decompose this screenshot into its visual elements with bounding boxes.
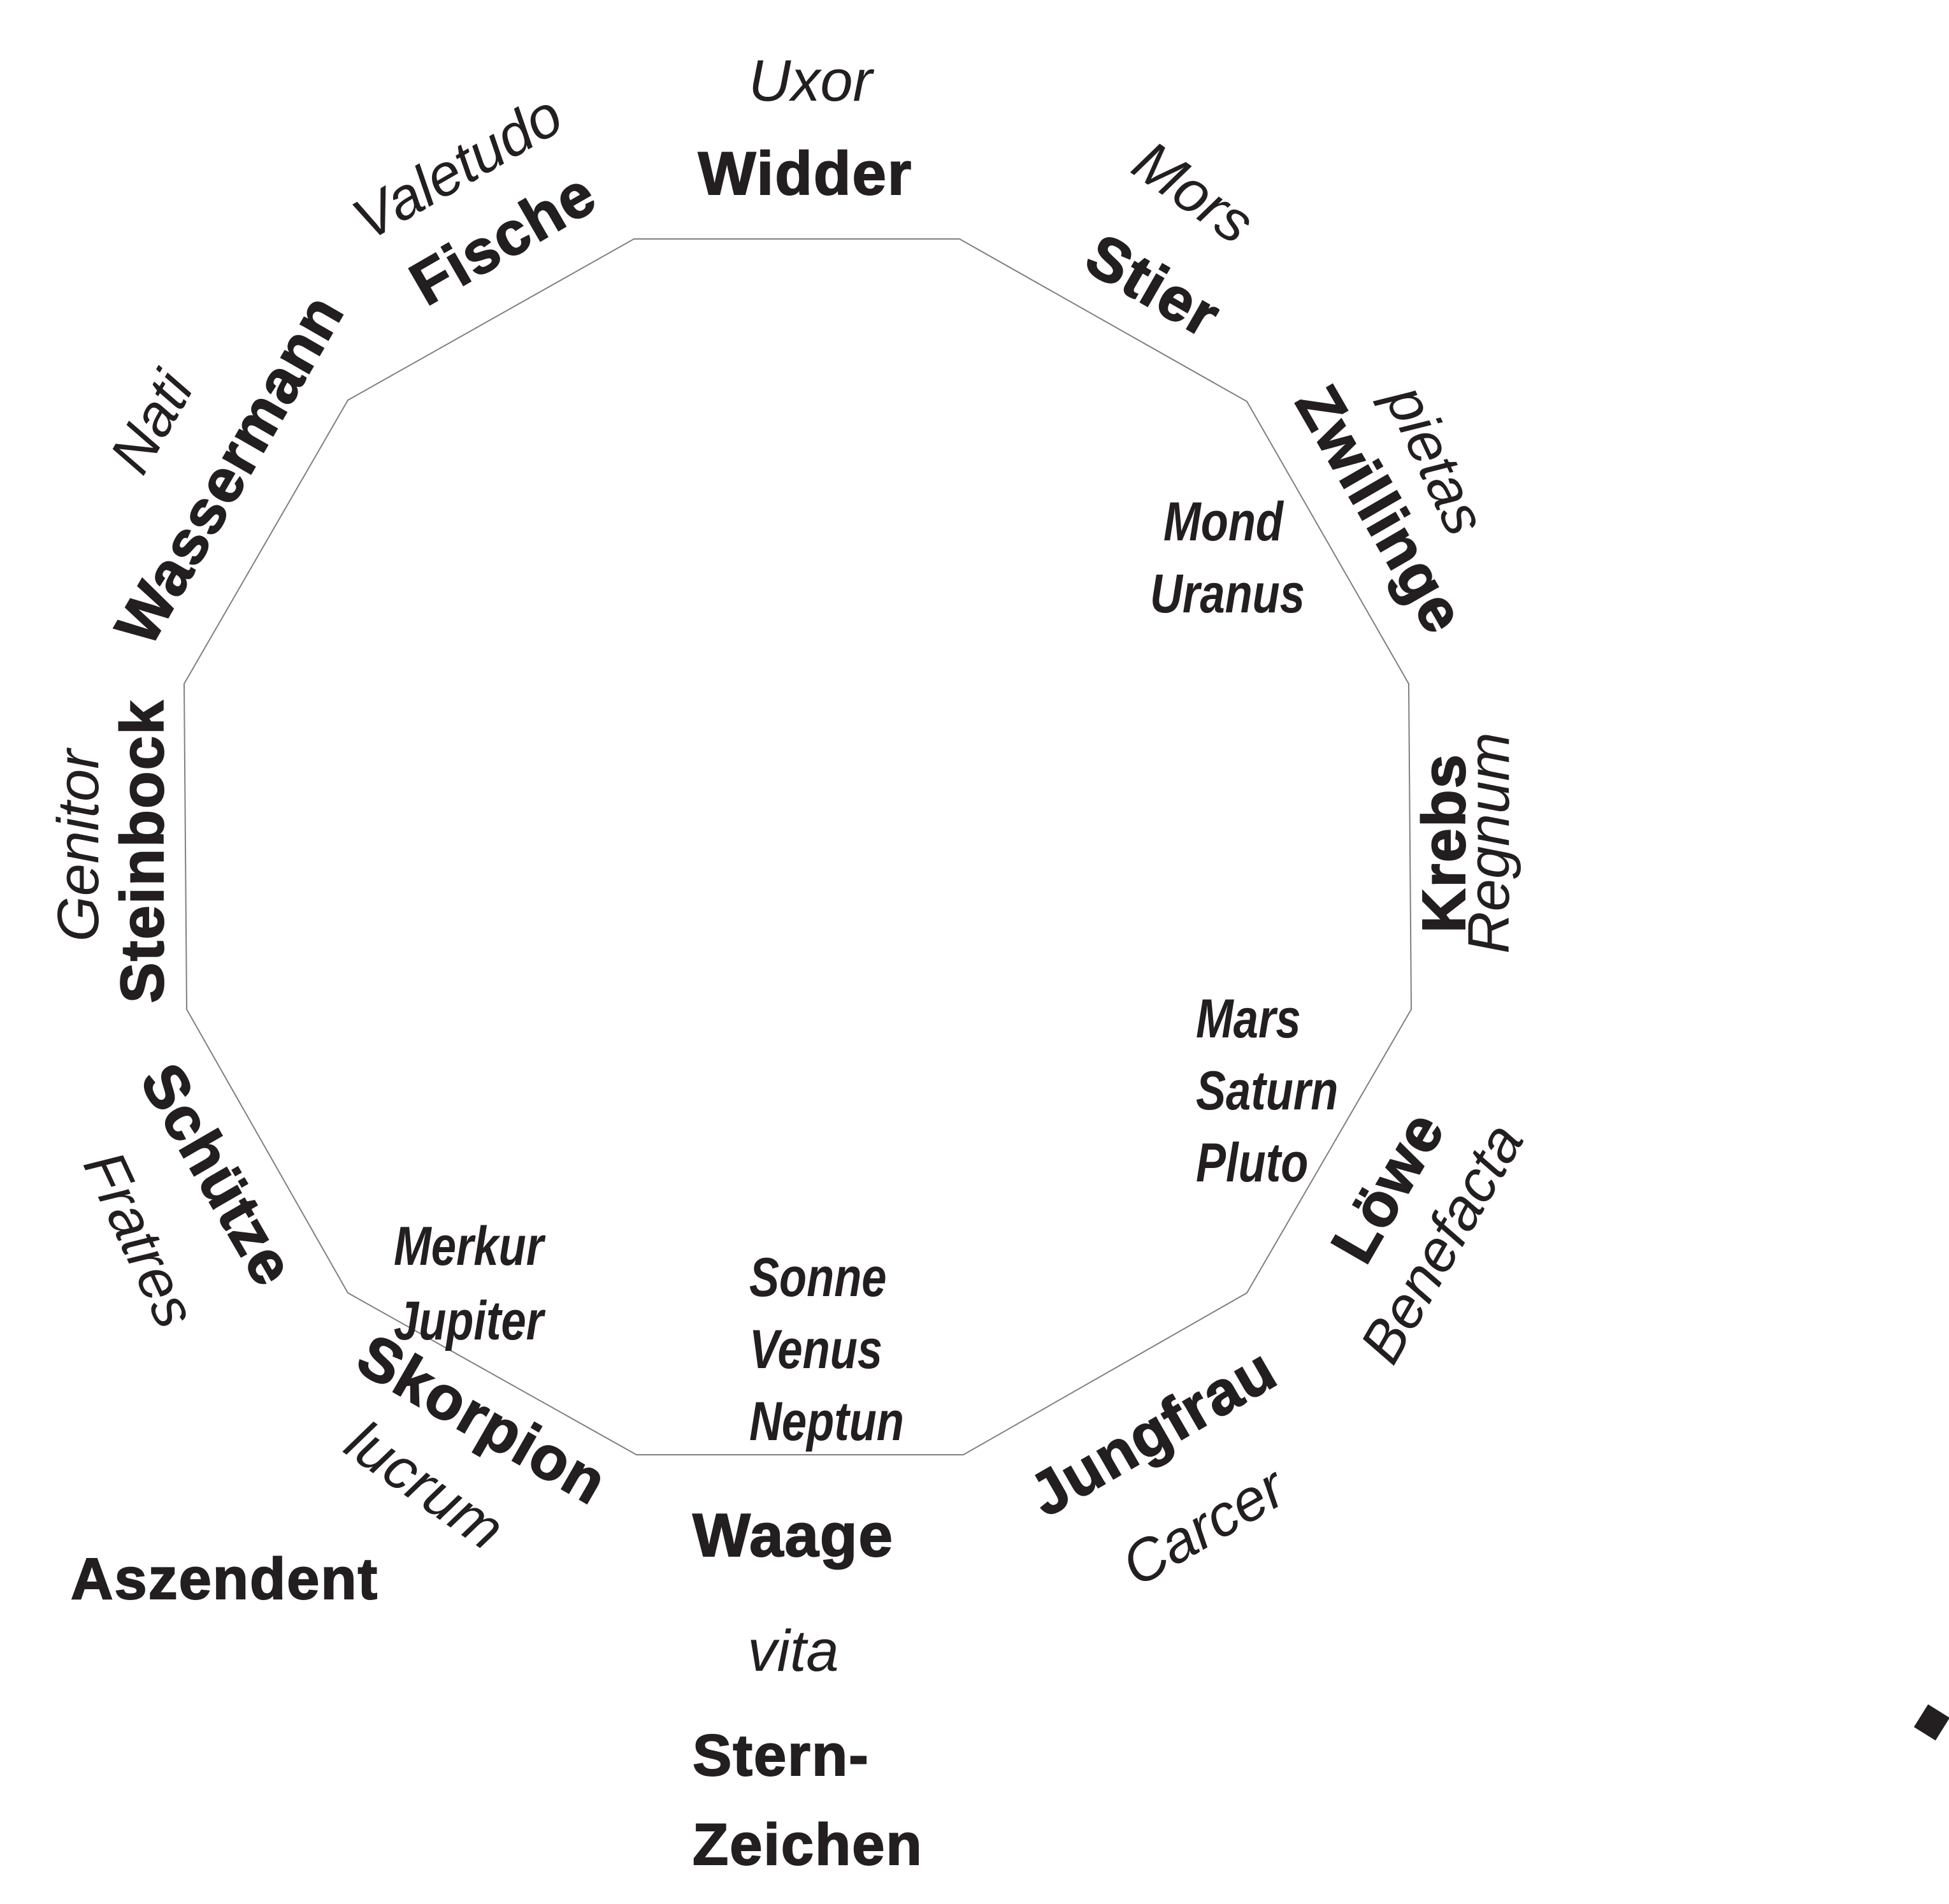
planet-label-pluto: Pluto [1196, 1132, 1309, 1194]
planet-label-uranus: Uranus [1150, 563, 1305, 624]
planet-label-merkur: Merkur [394, 1216, 544, 1277]
house-label-vita: vita [747, 1619, 839, 1684]
planet-label-saturn: Saturn [1196, 1060, 1339, 1121]
dodecagon-outline [183, 238, 1413, 1455]
planet-label-sonne: Sonne [749, 1247, 887, 1308]
planet-label-venus: Venus [749, 1319, 883, 1380]
planet-label-mond: Mond [1163, 491, 1283, 552]
planet-label-neptun: Neptun [749, 1391, 904, 1452]
sign-caption-line2: Zeichen [692, 1812, 923, 1877]
sign-caption-line1: Stern- [692, 1723, 870, 1788]
house-label-regnum: Regnum [1456, 732, 1521, 954]
ascendant-label: Aszendent [70, 1547, 379, 1612]
house-label-uxor: Uxor [748, 48, 873, 113]
sign-label-steinbock: Steinbock [108, 699, 177, 1004]
house-label-genitor: Genitor [46, 749, 111, 942]
sign-label-waage: Waage [692, 1501, 894, 1569]
sign-label-widder: Widder [698, 140, 913, 208]
planet-label-jupiter: Jupiter [394, 1290, 544, 1352]
planet-label-mars: Mars [1196, 988, 1301, 1049]
